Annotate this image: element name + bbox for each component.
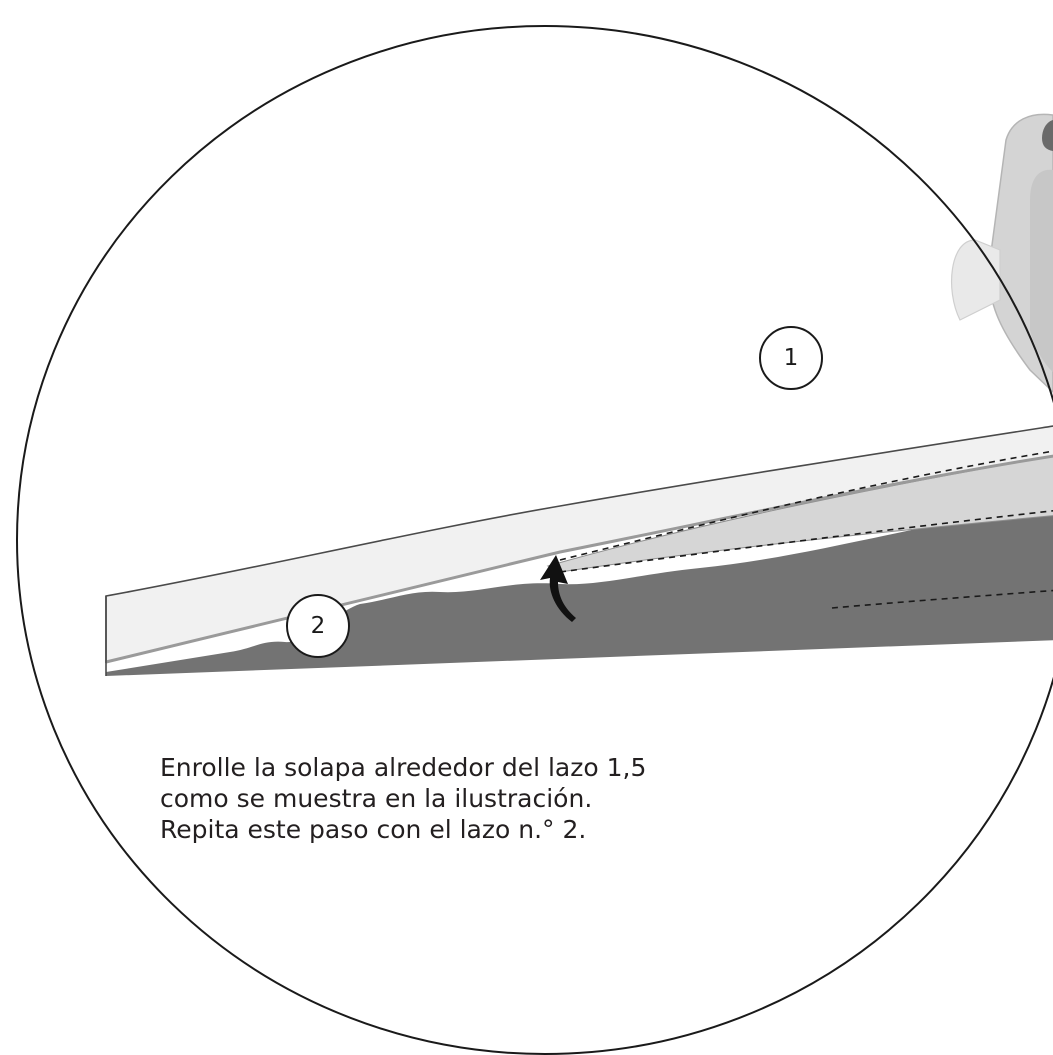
callout-number-1: 1 (759, 326, 823, 390)
instruction-line-3: Repita este paso con el lazo n.° 2. (160, 815, 587, 844)
flap-assembly (105, 424, 1053, 676)
detail-circle (16, 25, 1053, 1055)
instruction-text: Enrolle la solapa alrededor del lazo 1,5… (160, 752, 780, 845)
fold-arrow-icon (540, 555, 576, 622)
instruction-line-1: Enrolle la solapa alrededor del lazo 1,5 (160, 753, 647, 782)
product-post (950, 113, 1053, 394)
callout-number-2: 2 (286, 594, 350, 658)
dashed-seam-lines (559, 449, 1053, 561)
instruction-line-2: como se muestra en la ilustración. (160, 784, 593, 813)
